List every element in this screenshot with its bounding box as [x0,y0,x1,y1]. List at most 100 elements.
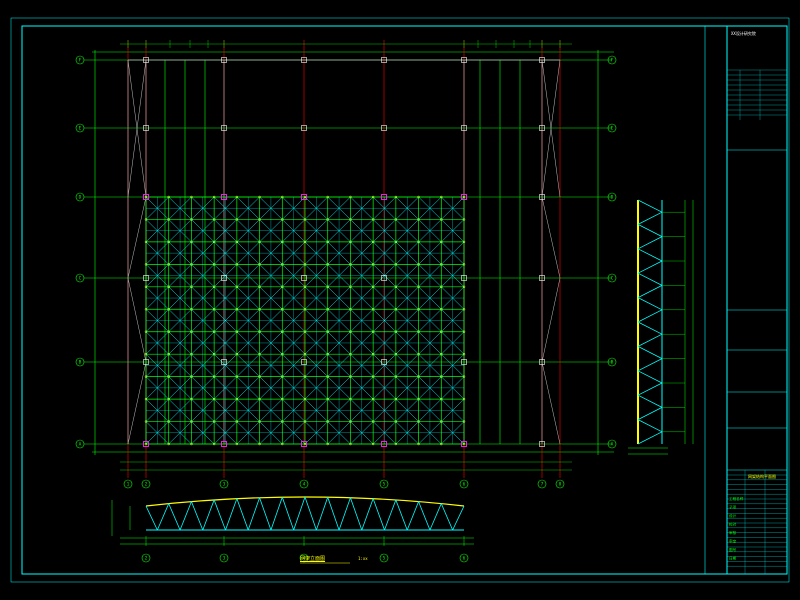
elevation-scale: 1:xx [358,556,368,561]
frame-node [371,375,375,378]
section-web [637,321,663,335]
frame-node [144,330,148,333]
section-web [637,333,663,347]
frame-node [371,420,375,423]
frame-node [212,240,216,244]
frame-node [212,285,216,289]
frame-node [281,240,284,244]
frame-node [167,308,170,311]
section-web [637,199,663,213]
frame-node [462,285,466,289]
elev-web [281,497,295,531]
frame-node [326,308,329,311]
tb-field-label: 设计 [729,513,737,518]
column-axis-bubble [555,479,565,489]
column-axis-bubble [299,479,309,489]
frame-node [281,195,284,199]
column-axis-bubble [537,479,547,489]
frame-node [371,308,375,311]
row-axis-bubble [607,357,617,367]
frame-node [212,330,216,333]
frame-node [417,240,420,244]
support-node [143,194,149,200]
support-node [461,194,467,200]
column-axis-bubble [141,479,151,489]
section-web [637,236,663,250]
elev-web [145,505,158,531]
bracing-line [127,277,147,363]
frame-node [190,218,193,221]
frame-node [440,285,443,289]
frame-node [440,195,443,199]
frame-node [212,375,216,378]
frame-node [349,375,352,378]
bracing-line [541,196,561,279]
column-axis-bubble [459,479,469,489]
frame-node [258,285,261,289]
frame-node [326,195,329,199]
elev-web [452,505,465,531]
support-node [381,441,387,447]
frame-node [440,442,443,446]
frame-node [462,352,466,356]
section-web [637,211,663,225]
elev-web [168,503,181,531]
frame-node [349,218,352,221]
frame-node [349,442,352,446]
frame-node [303,397,307,401]
frame-node [326,375,329,378]
elev-web [372,498,385,531]
elev-web [315,497,329,531]
frame-node [462,330,466,333]
frame-node [212,397,216,401]
column-node [461,125,467,131]
frame-node [258,442,261,446]
frame-node [190,420,193,423]
frame-node [190,330,193,333]
elev-axis-bubble [459,553,469,563]
frame-node [371,285,375,289]
row-axis-bubble-label: B [611,360,614,366]
elev-web [406,501,419,531]
frame-node [326,397,329,401]
support-node [221,441,227,447]
frame-node [303,263,307,266]
frame-node [440,218,443,221]
column-node [461,275,467,281]
column-node [221,57,227,63]
row-axis-bubble [75,55,85,65]
column-axis-bubble-label: 3 [223,482,226,488]
column-node [539,125,545,131]
column-node [221,275,227,281]
frame-node [326,442,329,446]
frame-node [190,285,193,289]
frame-node [190,263,193,266]
elev-web [213,499,226,531]
elev-axis-bubble [219,553,229,563]
frame-node [462,420,466,423]
elev-top-chord [145,496,465,507]
section-web [637,297,663,311]
column-node [539,194,545,200]
frame-node [258,195,261,199]
frame-node [371,442,375,446]
frame-node [349,285,352,289]
frame-node [167,195,170,199]
frame-node [190,240,193,244]
column-node [221,359,227,365]
frame-node [417,308,420,311]
column-node [143,57,149,63]
section-web [637,285,663,298]
frame-node [235,195,239,199]
bracing-line [127,196,147,279]
column-axis-bubble-label: 7 [541,482,544,488]
support-node [381,194,387,200]
column-node [301,57,307,63]
frame-node [235,397,239,401]
frame-node [235,263,239,266]
column-node [143,275,149,281]
frame-node [349,240,352,244]
frame-node [394,263,398,266]
frame-node [258,218,261,221]
